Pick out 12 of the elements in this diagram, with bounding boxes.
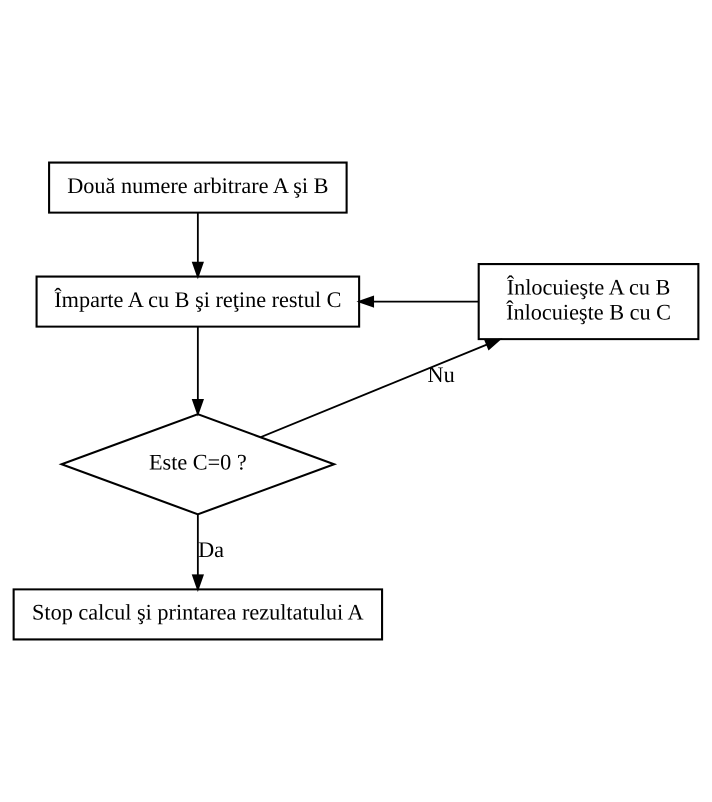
node-diamond: Este C=0 ? <box>58 413 338 516</box>
arrow <box>356 295 478 308</box>
node-box: Înlocuieşte A cu B Înlocuieşte B cu C <box>478 263 700 340</box>
node-box: Stop calcul şi printarea rezultatului A <box>12 588 384 640</box>
arrow <box>192 327 204 417</box>
edge-label: Da <box>198 537 224 562</box>
node-box: Două numere arbitrare A şi B <box>48 162 348 214</box>
arrow <box>192 514 204 592</box>
node-box: Împarte A cu B şi reţine restul C <box>36 276 360 328</box>
edge-label: Nu <box>428 362 455 387</box>
arrow <box>192 213 204 280</box>
arrow <box>260 338 502 438</box>
